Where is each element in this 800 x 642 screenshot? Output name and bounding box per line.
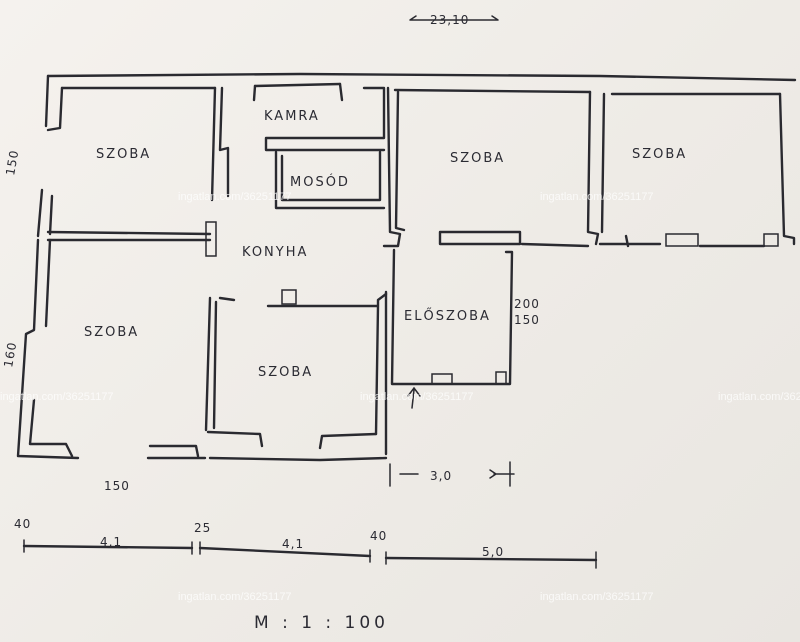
wall-center-room [204, 292, 388, 436]
scale-bar: 40 25 40 4,1 4,1 5,0 [14, 517, 598, 569]
chimney-mark [281, 289, 297, 305]
room-label-eloszoba: ELŐSZOBA [404, 308, 491, 324]
watermark-2: ingatlan.com/36251177 [540, 191, 654, 203]
room-label-szoba-left-bottom: SZOBA [84, 325, 139, 340]
top-dimension-label: 23,10 [430, 13, 469, 27]
dim-bottom-width: 150 [104, 479, 130, 493]
room-label-mosodo: MOSÓD [290, 174, 350, 190]
top-dimension: 23,10 [409, 13, 499, 27]
room-label-konyha: KONYHA [242, 245, 308, 260]
outer-wall-bottom-mid [206, 430, 388, 462]
wall-kamra [252, 82, 386, 152]
radiator-mark [665, 233, 699, 247]
room-label-szoba-mid-1: SZOBA [450, 151, 505, 166]
corner-mark [763, 233, 779, 247]
hall-door-mark [431, 373, 453, 385]
walls [16, 72, 797, 462]
room-label-szoba-top-left: SZOBA [96, 147, 151, 162]
hall-corner-mark [495, 371, 507, 385]
scale-bar-segment-1: 4,1 [100, 535, 122, 549]
hall-width-dimension: 3,0 [389, 461, 515, 487]
dim-hall-height-b: 150 [514, 313, 540, 327]
wall-right-rooms [586, 90, 796, 246]
outer-wall-left-mid [36, 188, 54, 238]
wall-mosodo [274, 150, 386, 210]
room-label-szoba-mid-2: SZOBA [632, 147, 687, 162]
watermark-1: ingatlan.com/36251177 [178, 191, 292, 203]
scale-bar-segment-2: 4,1 [282, 537, 304, 551]
scale-label: M : 1 : 100 [254, 613, 389, 633]
outer-wall-left-lower [16, 238, 80, 460]
dim-left-top: 150 [3, 149, 21, 177]
watermark-3: ingatlan.com/36251177 [0, 391, 114, 403]
entrance-arrow [407, 386, 421, 409]
dim-hall-width: 3,0 [430, 469, 452, 483]
dim-hall-height-a: 200 [514, 297, 540, 311]
scale-bar-segment-3: 5,0 [482, 545, 504, 559]
outer-wall-top [46, 72, 797, 82]
outer-wall-top-inner [60, 82, 782, 96]
watermark-4: ingatlan.com/36251177 [360, 391, 474, 403]
watermarks: ingatlan.com/36251177 ingatlan.com/36251… [0, 191, 800, 603]
dim-left-bottom: 160 [1, 341, 19, 369]
divider-post [205, 221, 217, 257]
scale-bar-label-2: 25 [194, 521, 211, 535]
wall-central-lower [384, 248, 514, 456]
scale-bar-label-3: 40 [370, 529, 387, 543]
watermark-6: ingatlan.com/36251177 [178, 591, 292, 603]
watermark-7: ingatlan.com/36251177 [540, 591, 654, 603]
wall-right-bottom [438, 230, 766, 248]
wall-kitchen-left [210, 86, 230, 202]
outer-wall-bottom-left [146, 444, 207, 460]
divider-left-rooms [46, 230, 212, 242]
room-label-kamra: KAMRA [264, 109, 320, 124]
outer-wall-left-upper [44, 74, 64, 132]
wall-central-vertical [382, 86, 406, 248]
watermark-5: ingatlan.com/36251177 [718, 391, 800, 403]
scale-bar-label-1: 40 [14, 517, 31, 531]
room-label-szoba-center-bottom: SZOBA [258, 365, 313, 380]
